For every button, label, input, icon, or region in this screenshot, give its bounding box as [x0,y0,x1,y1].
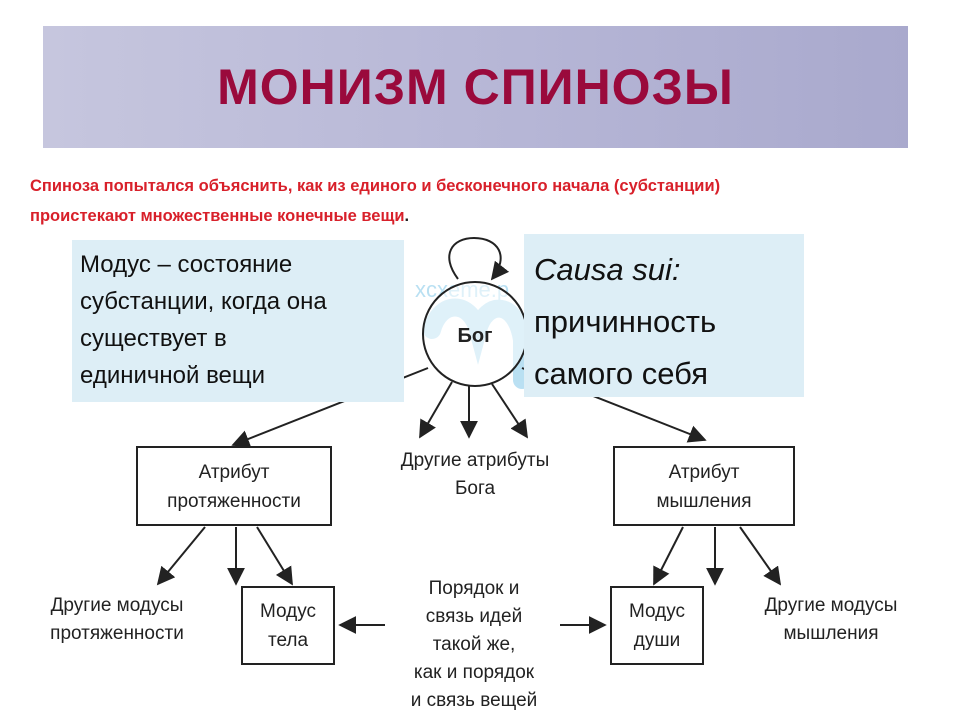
self-loop-arrow [448,236,510,281]
modes-think-other-line-2: мышления [783,623,878,644]
mode-soul-line-1: Модус [629,601,685,622]
order-line-3: такой же, [433,634,516,655]
arrow-ext-other-1 [156,526,206,586]
order-text: Порядок и связь идей такой же, как и пор… [411,578,538,711]
attr-think-line-1: Атрибут [669,462,740,483]
attr-think-box: Атрибут мышления [613,446,795,526]
modes-ext-other-line-2: протяженности [50,623,184,644]
order-line-4: как и порядок [414,662,535,683]
mode-soul-line-2: души [634,630,680,651]
callout-causa-sui: Causa sui: причинность самого себя [524,234,804,397]
callout-modus-line-2: субстанции, когда она [80,288,327,315]
arrow-to-other-3 [491,383,528,439]
order-line-5: и связь вещей [411,690,538,711]
modes-ext-other: Другие модусы протяженности [50,595,184,644]
attr-ext-box: Атрибут протяженности [136,446,332,526]
arrow-think-soul [653,526,684,586]
callout-causa-sui-term: Causa sui: [534,252,681,287]
mode-soul-box: Модус души [610,586,704,665]
title-bar: МОНИЗМ СПИНОЗЫ [43,26,908,148]
subtitle-period: . [404,207,410,225]
attr-ext-line-1: Атрибут [199,462,270,483]
subtitle-line-2: проистекают множественные конечные вещи. [30,201,930,231]
callout-causa-sui-line-1: причинность [534,304,717,339]
modes-ext-other-line-1: Другие модусы [51,595,184,616]
arrow-to-other-1 [419,381,453,439]
subtitle-line-2-text: проистекают множественные конечные вещи [30,207,405,225]
page-title: МОНИЗМ СПИНОЗЫ [217,59,734,115]
attr-think-line-2: мышления [656,491,751,512]
modes-think-other-line-1: Другие модусы [765,595,898,616]
callout-causa-sui-line-2: самого себя [534,356,709,391]
attr-other-line-2: Бога [455,478,496,499]
mode-body-line-2: тела [268,630,309,651]
subtitle-line-1: Спиноза попытался объяснить, как из един… [30,177,721,195]
callout-modus-line-1: Модус – состояние [80,251,293,278]
callout-modus-line-3: существует в [80,325,227,352]
order-line-2: связь идей [426,606,522,627]
order-line-1: Порядок и [429,578,520,599]
subtitle: Спиноза попытался объяснить, как из един… [30,171,930,231]
attr-other-line-1: Другие атрибуты [401,450,549,471]
attr-ext-line-2: протяженности [167,491,301,512]
callout-modus-line-4: единичной вещи [80,362,266,389]
mode-body-line-1: Модус [260,601,316,622]
god-node: Бог [422,236,528,387]
attr-arrows [156,526,782,586]
god-label: Бог [458,325,493,347]
mode-body-box: Модус тела [241,586,335,665]
arrow-ext-body [256,526,293,586]
callout-modus: Модус – состояние субстанции, когда она … [72,240,404,402]
modes-think-other: Другие модусы мышления [765,595,898,644]
attr-other: Другие атрибуты Бога [401,450,549,499]
arrow-think-other-2 [739,526,782,586]
